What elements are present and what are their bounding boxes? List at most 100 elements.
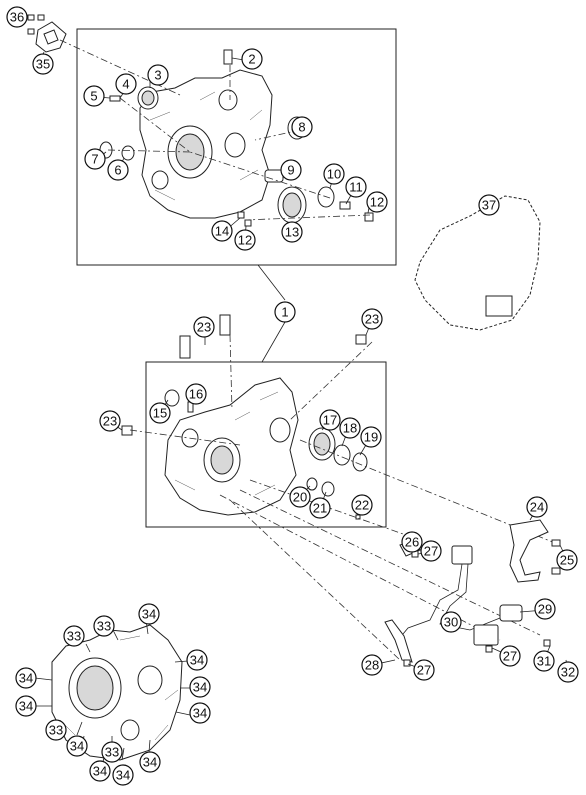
callout-24: 24: [526, 496, 548, 518]
bracket-24: [509, 519, 561, 583]
screw-location-view: [51, 624, 183, 761]
svg-text:23: 23: [103, 414, 117, 429]
svg-text:34: 34: [190, 653, 204, 668]
callout-12-upper-left: 12: [234, 229, 256, 251]
callout-23-right: 23: [361, 308, 383, 330]
svg-text:3: 3: [154, 68, 161, 83]
svg-text:27: 27: [424, 544, 438, 559]
callout-3: 3: [147, 64, 169, 86]
callout-27-bottom-left: 27: [413, 659, 435, 681]
callout-11: 11: [345, 176, 367, 198]
svg-text:33: 33: [105, 745, 119, 760]
svg-text:36: 36: [10, 10, 24, 25]
callout-6: 6: [107, 159, 129, 181]
svg-text:7: 7: [91, 152, 98, 167]
svg-text:37: 37: [482, 198, 496, 213]
wiring-harness: [384, 539, 551, 667]
svg-text:34: 34: [193, 680, 207, 695]
svg-text:19: 19: [364, 430, 378, 445]
callout-34-c: 34: [189, 676, 211, 698]
callout-25: 25: [556, 549, 578, 571]
callout-18: 18: [339, 417, 361, 439]
svg-text:31: 31: [537, 654, 551, 669]
svg-text:2: 2: [248, 52, 255, 67]
callout-34-e: 34: [15, 667, 37, 689]
callout-5: 5: [83, 85, 105, 107]
lower-small-parts: [121, 314, 368, 520]
callout-35: 35: [32, 53, 54, 75]
svg-text:12: 12: [370, 195, 384, 210]
svg-text:34: 34: [19, 699, 33, 714]
callout-17: 17: [319, 409, 341, 431]
svg-text:34: 34: [93, 764, 107, 779]
svg-text:34: 34: [193, 706, 207, 721]
svg-text:27: 27: [503, 649, 517, 664]
callout-27-bottom-right: 27: [499, 645, 521, 667]
svg-text:21: 21: [313, 501, 327, 516]
callout-1: 1: [274, 301, 296, 323]
svg-text:34: 34: [142, 607, 156, 622]
callout-33-c: 33: [45, 719, 67, 741]
callout-20: 20: [289, 486, 311, 508]
callout-34-d: 34: [189, 702, 211, 724]
callout-15: 15: [149, 402, 171, 424]
callout-leaders: [19, 15, 569, 673]
callout-36: 36: [6, 6, 28, 28]
svg-text:11: 11: [349, 180, 363, 195]
svg-text:34: 34: [19, 671, 33, 686]
svg-text:34: 34: [143, 755, 157, 770]
svg-text:33: 33: [97, 619, 111, 634]
callout-23-left: 23: [99, 410, 121, 432]
svg-text:1: 1: [281, 305, 288, 320]
svg-text:10: 10: [327, 167, 341, 182]
svg-text:13: 13: [285, 225, 299, 240]
callout-30: 30: [440, 611, 462, 633]
callout-31: 31: [533, 650, 555, 672]
svg-text:17: 17: [323, 413, 337, 428]
callout-27-top: 27: [420, 540, 442, 562]
svg-text:18: 18: [343, 421, 357, 436]
callout-29: 29: [534, 598, 556, 620]
callout-34-j: 34: [139, 751, 161, 773]
callout-34-i: 34: [112, 764, 134, 786]
svg-text:28: 28: [365, 658, 379, 673]
callout-9: 9: [280, 159, 302, 181]
svg-text:20: 20: [293, 490, 307, 505]
callout-16: 16: [185, 383, 207, 405]
svg-text:6: 6: [114, 163, 121, 178]
svg-text:34: 34: [70, 739, 84, 754]
callout-34-f: 34: [15, 695, 37, 717]
callout-8: 8: [291, 116, 313, 138]
svg-text:35: 35: [36, 57, 50, 72]
svg-text:25: 25: [560, 553, 574, 568]
svg-text:12: 12: [238, 233, 252, 248]
svg-text:22: 22: [355, 498, 369, 513]
callout-28: 28: [361, 654, 383, 676]
callout-13: 13: [281, 221, 303, 243]
callout-33-b: 33: [93, 615, 115, 637]
svg-text:30: 30: [444, 615, 458, 630]
svg-text:5: 5: [90, 89, 97, 104]
detail-frame-lower: [145, 361, 387, 528]
svg-text:8: 8: [298, 120, 305, 135]
svg-text:29: 29: [538, 602, 552, 617]
crankcase-gasket: [414, 195, 541, 331]
callout-34-a: 34: [138, 603, 160, 625]
svg-text:14: 14: [215, 224, 229, 239]
callout-23-top: 23: [193, 316, 215, 338]
svg-text:32: 32: [561, 665, 575, 680]
callout-32: 32: [557, 661, 579, 683]
callout-26: 26: [401, 531, 423, 553]
svg-text:23: 23: [365, 312, 379, 327]
cover-gasket-small: [27, 14, 67, 53]
callout-12-upper-right: 12: [366, 191, 388, 213]
leader-1: [257, 264, 286, 363]
svg-text:26: 26: [405, 535, 419, 550]
svg-text:34: 34: [116, 768, 130, 783]
crankcase-half-upper: [139, 69, 273, 219]
callout-7: 7: [84, 148, 106, 170]
axis-lines-lower: [129, 334, 561, 661]
svg-text:4: 4: [122, 77, 129, 92]
callout-19: 19: [360, 426, 382, 448]
